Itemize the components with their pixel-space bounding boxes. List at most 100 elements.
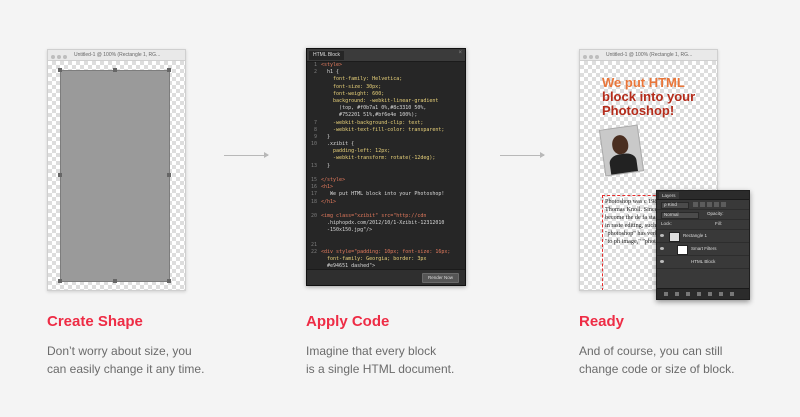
blend-mode-select[interactable]: Normal bbox=[661, 212, 699, 219]
rendered-heading-line1: We put HTML bbox=[602, 75, 685, 90]
line-number: 13 bbox=[310, 162, 317, 169]
line-number: 22 bbox=[310, 248, 317, 255]
code-text: </h1> bbox=[321, 198, 337, 205]
code-line: padding-left: 12px; bbox=[307, 148, 465, 155]
code-line: #752201 51%,#bf6e4e 100%); bbox=[307, 112, 465, 119]
line-number: 10 bbox=[310, 141, 317, 148]
code-text: -webkit-text-fill-color: transparent; bbox=[321, 126, 445, 133]
arrow-right-icon bbox=[224, 152, 269, 158]
step-title-ready: Ready bbox=[579, 313, 625, 330]
code-text: #e94651 dashed"> bbox=[321, 263, 376, 270]
step-title-apply-code: Apply Code bbox=[306, 313, 390, 330]
adjustment-layer-icon[interactable] bbox=[697, 292, 701, 296]
layer-name: Smart Filters bbox=[691, 246, 717, 251]
gray-rectangle-shape[interactable] bbox=[60, 70, 170, 282]
code-line: font-family: Georgia; border: 3px bbox=[307, 256, 465, 263]
code-line: 22 <div style="padding: 10px; font-size: … bbox=[307, 249, 465, 256]
code-line: 16 <h1> bbox=[307, 184, 465, 191]
layer-thumbnail bbox=[669, 232, 680, 242]
step-title-create-shape: Create Shape bbox=[47, 313, 143, 330]
adjustment-filter-icon[interactable] bbox=[700, 202, 705, 207]
transform-handle-bottom-middle[interactable] bbox=[113, 279, 117, 283]
transparent-canvas[interactable] bbox=[48, 61, 185, 290]
layers-panel: Layers ρ Kind Normal Opacity: Lock: Fill… bbox=[656, 190, 750, 300]
close-dot-icon[interactable] bbox=[51, 55, 55, 59]
code-editor[interactable]: 1<style>2 h1 { font-family: Helvetica; f… bbox=[307, 62, 465, 270]
fill-label: Fill: bbox=[715, 221, 722, 226]
code-text: <div style="padding: 10px; font-size: 16… bbox=[321, 248, 451, 255]
window-controls[interactable] bbox=[51, 53, 69, 60]
zoom-dot-icon[interactable] bbox=[63, 55, 67, 59]
create-shape-window: Untitled-1 @ 100% (Rectangle 1, RG... bbox=[47, 49, 186, 291]
new-layer-icon[interactable] bbox=[719, 292, 723, 296]
layer-name: HTML Block bbox=[691, 259, 716, 264]
new-group-icon[interactable] bbox=[708, 292, 712, 296]
code-text: <style> bbox=[321, 62, 343, 68]
layers-panel-footer bbox=[657, 288, 749, 299]
code-line bbox=[307, 206, 465, 213]
code-line: 15</style> bbox=[307, 177, 465, 184]
transform-handle-bottom-right[interactable] bbox=[167, 279, 171, 283]
visibility-eye-icon[interactable] bbox=[660, 234, 664, 237]
code-line: -150x150.jpg"/> bbox=[307, 227, 465, 234]
code-line: 1<style> bbox=[307, 62, 465, 69]
pixel-filter-icon[interactable] bbox=[693, 202, 698, 207]
layer-row-rectangle-1[interactable]: Rectangle 1 bbox=[657, 230, 749, 243]
line-number: 8 bbox=[313, 126, 317, 133]
code-text: background: -webkit-linear-gradient bbox=[321, 97, 439, 104]
transform-handle-top-right[interactable] bbox=[167, 68, 171, 72]
line-number: 16 bbox=[310, 184, 317, 191]
code-line: -webkit-transform: rotate(-12deg); bbox=[307, 155, 465, 162]
code-text: <h1> bbox=[321, 184, 334, 191]
panel-footer: Render Now bbox=[307, 269, 465, 285]
type-filter-icon[interactable] bbox=[707, 202, 712, 207]
code-text: .xzibit { bbox=[321, 141, 355, 148]
shape-filter-icon[interactable] bbox=[714, 202, 719, 207]
window-titlebar[interactable]: Untitled-1 @ 100% (Rectangle 1, RG... bbox=[580, 50, 717, 61]
transform-handle-middle-left[interactable] bbox=[58, 173, 62, 177]
blend-row: Normal Opacity: bbox=[657, 210, 749, 220]
blend-mode-label: Normal bbox=[664, 212, 679, 217]
link-layers-icon[interactable] bbox=[664, 292, 668, 296]
code-line: 20<img class="xzibit" src="http://cdn bbox=[307, 213, 465, 220]
panel-header: HTML Block × bbox=[307, 49, 465, 62]
minimize-dot-icon[interactable] bbox=[589, 55, 593, 59]
minimize-dot-icon[interactable] bbox=[57, 55, 61, 59]
delete-layer-icon[interactable] bbox=[730, 292, 734, 296]
zoom-dot-icon[interactable] bbox=[595, 55, 599, 59]
arrow-right-icon bbox=[500, 152, 545, 158]
add-mask-icon[interactable] bbox=[686, 292, 690, 296]
transform-handle-top-middle[interactable] bbox=[113, 68, 117, 72]
render-now-button[interactable]: Render Now bbox=[421, 273, 459, 283]
code-line: 9 } bbox=[307, 134, 465, 141]
window-controls[interactable] bbox=[583, 53, 601, 60]
smart-object-filter-icon[interactable] bbox=[721, 202, 726, 207]
line-number: 21 bbox=[310, 241, 317, 248]
transform-handle-bottom-left[interactable] bbox=[58, 279, 62, 283]
code-text: h1 { bbox=[321, 69, 340, 76]
lock-label: Lock: bbox=[661, 221, 672, 226]
layer-row-html-block[interactable]: HTML Block bbox=[657, 256, 749, 269]
kind-filter-select[interactable]: ρ Kind bbox=[661, 202, 689, 209]
code-text: font-size: 30px; bbox=[321, 83, 382, 90]
code-line: 18</h1> bbox=[307, 199, 465, 206]
visibility-eye-icon[interactable] bbox=[660, 260, 664, 263]
layer-style-icon[interactable] bbox=[675, 292, 679, 296]
code-line bbox=[307, 235, 465, 242]
code-text: .hiphopdx.com/2012/10/1-Xzibit-12312010 bbox=[321, 220, 445, 227]
close-icon[interactable]: × bbox=[458, 50, 462, 56]
filter-mask-thumbnail bbox=[677, 245, 688, 255]
layer-row-smart-filters[interactable]: Smart Filters bbox=[657, 243, 749, 256]
tab-html-block[interactable]: HTML Block bbox=[309, 51, 345, 60]
code-text: font-weight: 600; bbox=[321, 90, 385, 97]
close-dot-icon[interactable] bbox=[583, 55, 587, 59]
window-titlebar[interactable]: Untitled-1 @ 100% (Rectangle 1, RG... bbox=[48, 50, 185, 61]
visibility-eye-icon[interactable] bbox=[660, 247, 664, 250]
code-text: } bbox=[321, 133, 331, 140]
transform-handle-top-left[interactable] bbox=[58, 68, 62, 72]
tab-layers[interactable]: Layers bbox=[659, 192, 679, 199]
filter-icons bbox=[693, 202, 728, 208]
opacity-label: Opacity: bbox=[707, 211, 724, 216]
transform-handle-middle-right[interactable] bbox=[167, 173, 171, 177]
